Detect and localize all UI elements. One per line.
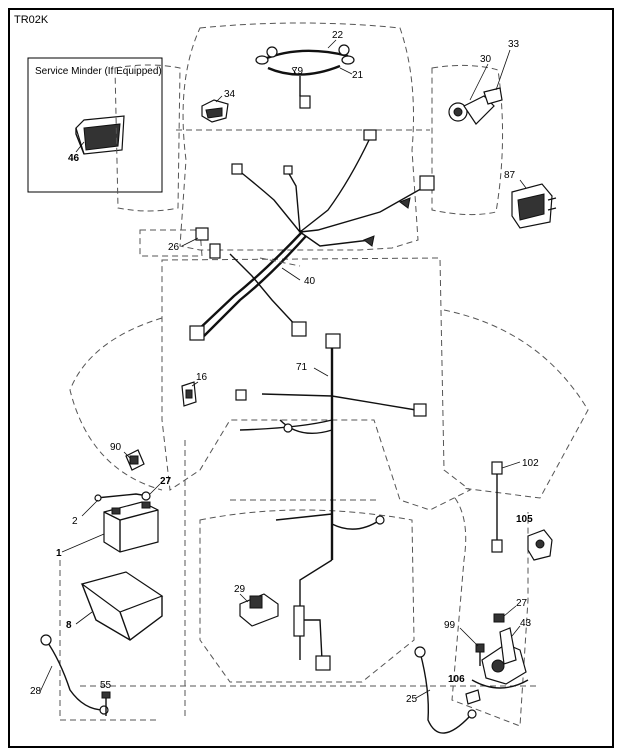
label-25: 25 (406, 694, 418, 705)
label-99: 99 (444, 620, 456, 631)
label-33: 33 (508, 39, 520, 50)
leader-lines (39, 39, 527, 699)
service-minder-part (75, 115, 125, 155)
diagram-border (8, 8, 614, 748)
label-2: 2 (72, 516, 78, 527)
solenoid-105 (527, 529, 553, 561)
bolt-55 (101, 691, 111, 716)
label-1: 1 (56, 548, 62, 559)
switch-16 (181, 381, 197, 407)
switch-90 (125, 449, 145, 471)
cable-25 (414, 646, 477, 734)
starter-43 (471, 627, 529, 689)
key-33 (483, 87, 503, 105)
label-106: 106 (448, 674, 465, 685)
central-harness-71 (235, 333, 427, 671)
label-43: 43 (520, 618, 532, 629)
upper-harness: * (231, 129, 435, 247)
battery-tray-8 (80, 571, 164, 641)
battery-cable-27 (94, 491, 151, 502)
label-34: 34 (224, 89, 236, 100)
label-8: 8 (66, 620, 72, 631)
label-26: 26 (168, 242, 180, 253)
clip-106 (465, 689, 481, 705)
label-28: 28 (30, 686, 42, 697)
label-87: 87 (504, 170, 516, 181)
label-21: 21 (352, 70, 364, 81)
switch-29 (239, 593, 279, 627)
label-29: 29 (234, 584, 246, 595)
label-79: 79 (292, 66, 304, 77)
service-minder-inset: Service Minder (If Equipped) (27, 57, 163, 193)
label-27-starter: 27 (516, 598, 528, 609)
main-harness-40 (189, 227, 307, 341)
label-27-battery: 27 (160, 476, 172, 487)
headlight-harness (255, 44, 355, 109)
label-30: 30 (480, 54, 492, 65)
battery-cable-28 (40, 634, 109, 715)
label-90: 90 (110, 442, 122, 453)
module-87 (511, 183, 557, 229)
harness-102 (491, 461, 503, 553)
leader-46 (75, 141, 85, 153)
label-71: 71 (296, 362, 308, 373)
part-labels: 46 34 22 79 21 30 33 87 26 40 71 16 90 2… (30, 30, 539, 705)
battery-1 (103, 501, 159, 553)
switch-34 (201, 99, 229, 123)
label-16: 16 (196, 372, 208, 383)
nut-27 (493, 613, 505, 623)
ignition-switch-30 (448, 95, 495, 125)
label-102: 102 (522, 458, 539, 469)
inset-title: Service Minder (If Equipped) (35, 66, 162, 77)
label-22: 22 (332, 30, 344, 41)
label-40: 40 (304, 276, 316, 287)
label-55: 55 (100, 680, 112, 691)
label-46: 46 (68, 153, 80, 164)
tractor-outline (59, 22, 589, 727)
bolt-99 (475, 643, 485, 666)
label-105: 105 (516, 514, 533, 525)
diagram-code: TR02K (14, 14, 49, 26)
